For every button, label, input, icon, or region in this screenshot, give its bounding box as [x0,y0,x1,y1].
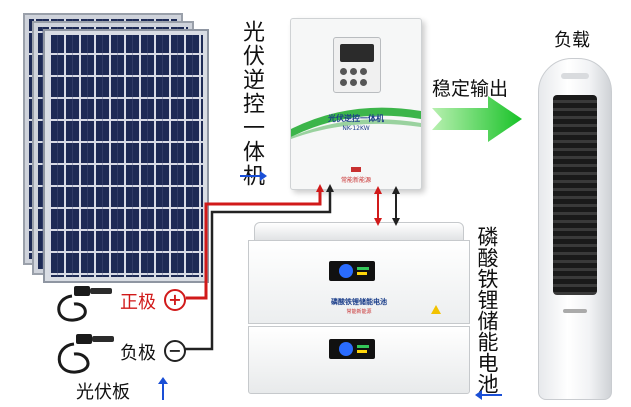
inverter-label: 光伏逆控一体机 [239,20,264,188]
bidirectional-arrow-black [392,186,400,226]
battery-module-top: 磷酸铁锂储能电池 常能新能源 [248,240,470,324]
negative-terminal-icon: − [164,340,186,362]
output-label: 稳定输出 [432,78,509,100]
mc4-cable-icon-2 [57,334,114,374]
inverter-display [333,37,381,93]
pv-pointer-arrow-icon [158,377,168,400]
battery-pointer-arrow-icon [475,390,502,400]
inverter-brand: 常能新能源 [340,177,371,184]
battery-display-top [329,261,375,281]
negative-label: 负极 [120,343,156,364]
ac-unit-vent [553,95,597,295]
solar-panel-stack [23,13,209,283]
inverter-pointer-arrow-icon [240,171,267,181]
inverter-logo [351,167,361,172]
battery-name: 磷酸铁锂储能电池 [331,298,387,306]
bidirectional-arrow-red [374,186,382,226]
negative-wire [182,190,332,351]
pv-panel-label: 光伏板 [76,382,130,403]
battery-warning-icon [431,305,441,314]
battery-display-bottom [329,339,375,359]
inverter-name: 光伏逆控一体机 [328,114,384,123]
positive-label: 正极 [120,292,156,313]
battery-label: 磷酸铁锂储能电池 [475,226,499,394]
inverter-model: NK-12KW [342,125,370,132]
inverter-unit: 光伏逆控一体机 NK-12KW 常能新能源 [290,18,422,190]
big-arrow-right-icon [432,96,522,142]
positive-terminal-icon: + [164,289,186,311]
mc4-cable-icon [57,286,112,322]
battery-brand: 常能新能源 [346,309,372,315]
battery-module-bottom [248,326,470,394]
battery-unit: 磷酸铁锂储能电池 常能新能源 [248,222,470,394]
positive-wire [186,190,322,300]
load-label: 负载 [554,30,590,51]
ac-unit [538,58,612,400]
